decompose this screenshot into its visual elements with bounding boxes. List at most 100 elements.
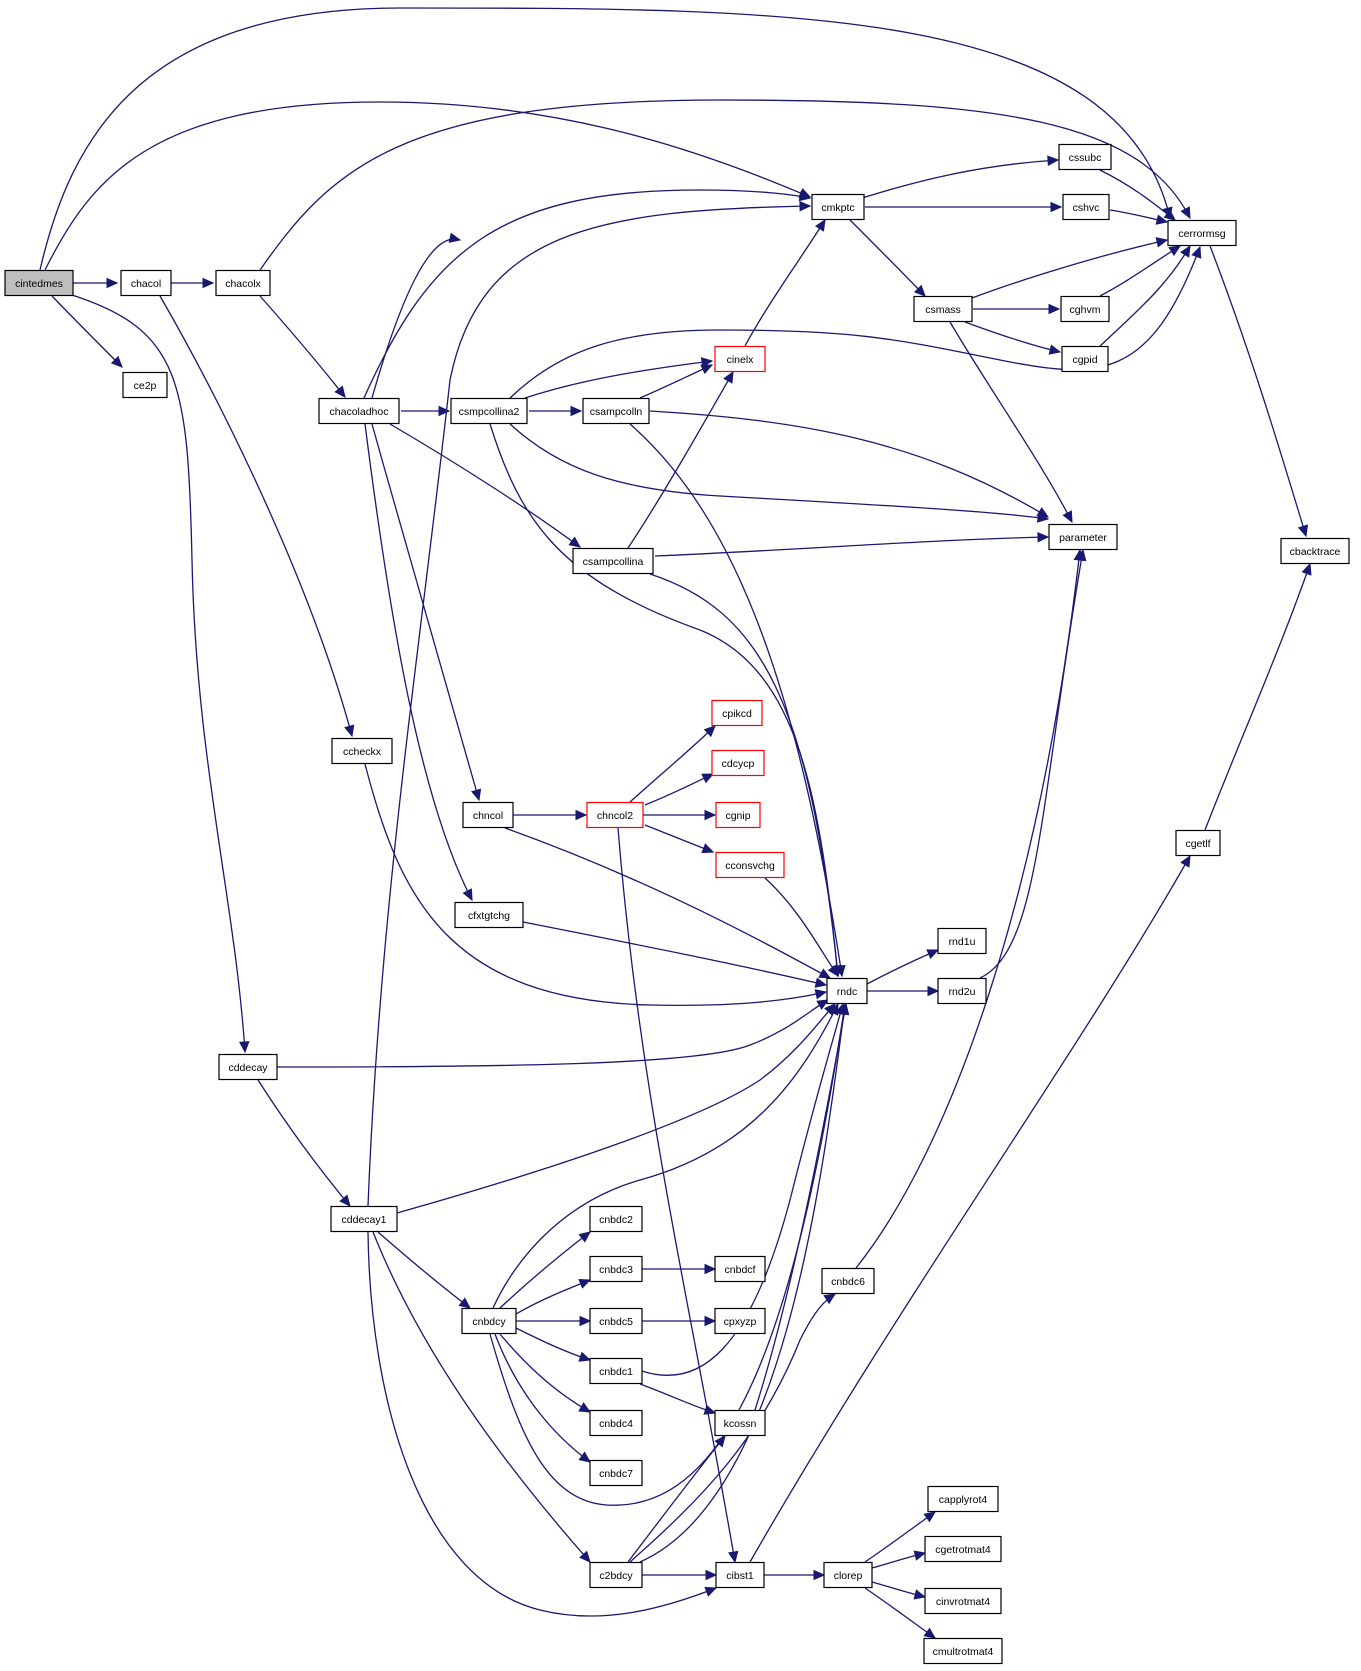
node-box-rnd2u[interactable] xyxy=(937,977,987,1005)
node-box-c2bdcy[interactable] xyxy=(589,1561,643,1589)
node-ce2p[interactable]: ce2p xyxy=(122,371,168,399)
node-box-cnbdc3[interactable] xyxy=(589,1255,643,1283)
node-box-capplyrot4[interactable] xyxy=(927,1485,999,1513)
node-box-cddecay1[interactable] xyxy=(330,1205,398,1233)
node-box-csampcollina[interactable] xyxy=(572,547,654,575)
node-box-rndc[interactable] xyxy=(826,977,868,1005)
node-clorep[interactable]: clorep xyxy=(823,1561,873,1589)
node-box-cgnip[interactable] xyxy=(715,801,761,829)
node-cdcycp[interactable]: cdcycp xyxy=(711,749,765,777)
node-cnbdcy[interactable]: cnbdcy xyxy=(461,1307,517,1335)
node-box-cgetlf[interactable] xyxy=(1175,829,1221,857)
node-box-chacoladhoc[interactable] xyxy=(318,397,400,425)
node-cnbdc1[interactable]: cnbdc1 xyxy=(589,1357,643,1385)
node-box-chacol[interactable] xyxy=(120,269,172,297)
node-rnd2u[interactable]: rnd2u xyxy=(937,977,987,1005)
node-box-cssubc[interactable] xyxy=(1058,143,1112,171)
node-box-cnbdc7[interactable] xyxy=(589,1459,643,1487)
node-cgnip[interactable]: cgnip xyxy=(715,801,761,829)
node-kcossn[interactable]: kcossn xyxy=(714,1409,766,1437)
node-box-csampcolln[interactable] xyxy=(582,397,650,425)
node-box-cnbdc5[interactable] xyxy=(589,1307,643,1335)
node-box-clorep[interactable] xyxy=(823,1561,873,1589)
node-cintedmes[interactable]: cintedmes xyxy=(4,269,74,297)
node-box-cgetrotmat4[interactable] xyxy=(924,1535,1002,1563)
node-box-cgpid[interactable] xyxy=(1061,345,1109,373)
node-cpikcd[interactable]: cpikcd xyxy=(711,699,763,727)
node-box-cmultrotmat4[interactable] xyxy=(923,1637,1003,1665)
node-cnbdc7[interactable]: cnbdc7 xyxy=(589,1459,643,1487)
node-box-cnbdc6[interactable] xyxy=(821,1267,875,1295)
node-box-cnbdcf[interactable] xyxy=(714,1255,766,1283)
node-box-chacolx[interactable] xyxy=(215,269,271,297)
node-box-chncol2[interactable] xyxy=(586,801,644,829)
node-cnbdc5[interactable]: cnbdc5 xyxy=(589,1307,643,1335)
node-cpxyzp[interactable]: cpxyzp xyxy=(714,1307,766,1335)
node-cibst1[interactable]: cibst1 xyxy=(715,1561,765,1589)
node-box-rnd1u[interactable] xyxy=(937,927,987,955)
node-box-cinelx[interactable] xyxy=(714,345,766,373)
node-chacoladhoc[interactable]: chacoladhoc xyxy=(318,397,400,425)
node-cnbdc6[interactable]: cnbdc6 xyxy=(821,1267,875,1295)
node-box-cintedmes[interactable] xyxy=(4,269,74,297)
node-cfxtgtchg[interactable]: cfxtgtchg xyxy=(454,901,524,929)
node-box-chncol[interactable] xyxy=(462,801,514,829)
node-parameter[interactable]: parameter xyxy=(1048,523,1118,551)
node-box-csmpcollina2[interactable] xyxy=(450,397,528,425)
node-cddecay1[interactable]: cddecay1 xyxy=(330,1205,398,1233)
node-box-cmkptc[interactable] xyxy=(811,193,865,221)
node-box-cfxtgtchg[interactable] xyxy=(454,901,524,929)
node-box-ce2p[interactable] xyxy=(122,371,168,399)
node-box-csmass[interactable] xyxy=(913,295,973,323)
node-box-cshvc[interactable] xyxy=(1062,193,1110,221)
node-box-parameter[interactable] xyxy=(1048,523,1118,551)
node-box-cnbdc4[interactable] xyxy=(589,1409,643,1437)
node-rnd1u[interactable]: rnd1u xyxy=(937,927,987,955)
node-box-cdcycp[interactable] xyxy=(711,749,765,777)
node-box-cddecay[interactable] xyxy=(218,1053,278,1081)
node-box-cnbdc2[interactable] xyxy=(589,1205,643,1233)
node-cerrormsg[interactable]: cerrormsg xyxy=(1167,219,1237,247)
node-box-cpxyzp[interactable] xyxy=(714,1307,766,1335)
node-chncol[interactable]: chncol xyxy=(462,801,514,829)
node-cbacktrace[interactable]: cbacktrace xyxy=(1280,537,1350,565)
node-rndc[interactable]: rndc xyxy=(826,977,868,1005)
node-csampcolln[interactable]: csampcolln xyxy=(582,397,650,425)
node-box-cpikcd[interactable] xyxy=(711,699,763,727)
node-cmkptc[interactable]: cmkptc xyxy=(811,193,865,221)
node-cnbdc3[interactable]: cnbdc3 xyxy=(589,1255,643,1283)
node-box-ccheckx[interactable] xyxy=(331,737,393,765)
node-cinvrotmat4[interactable]: cinvrotmat4 xyxy=(924,1587,1002,1615)
node-cgetlf[interactable]: cgetlf xyxy=(1175,829,1221,857)
node-cmultrotmat4[interactable]: cmultrotmat4 xyxy=(923,1637,1003,1665)
node-box-cnbdc1[interactable] xyxy=(589,1357,643,1385)
node-cgpid[interactable]: cgpid xyxy=(1061,345,1109,373)
node-ccheckx[interactable]: ccheckx xyxy=(331,737,393,765)
node-box-cinvrotmat4[interactable] xyxy=(924,1587,1002,1615)
node-box-kcossn[interactable] xyxy=(714,1409,766,1437)
node-box-cerrormsg[interactable] xyxy=(1167,219,1237,247)
node-chacol[interactable]: chacol xyxy=(120,269,172,297)
node-chacolx[interactable]: chacolx xyxy=(215,269,271,297)
node-c2bdcy[interactable]: c2bdcy xyxy=(589,1561,643,1589)
node-cnbdc2[interactable]: cnbdc2 xyxy=(589,1205,643,1233)
node-chncol2[interactable]: chncol2 xyxy=(586,801,644,829)
node-box-cconsvchg[interactable] xyxy=(715,851,785,879)
node-cgetrotmat4[interactable]: cgetrotmat4 xyxy=(924,1535,1002,1563)
node-csmpcollina2[interactable]: csmpcollina2 xyxy=(450,397,528,425)
node-cnbdc4[interactable]: cnbdc4 xyxy=(589,1409,643,1437)
node-box-cbacktrace[interactable] xyxy=(1280,537,1350,565)
node-cssubc[interactable]: cssubc xyxy=(1058,143,1112,171)
node-cshvc[interactable]: cshvc xyxy=(1062,193,1110,221)
node-cddecay[interactable]: cddecay xyxy=(218,1053,278,1081)
node-box-cghvm[interactable] xyxy=(1060,295,1110,323)
node-cghvm[interactable]: cghvm xyxy=(1060,295,1110,323)
node-csmass[interactable]: csmass xyxy=(913,295,973,323)
node-cconsvchg[interactable]: cconsvchg xyxy=(715,851,785,879)
node-cnbdcf[interactable]: cnbdcf xyxy=(714,1255,766,1283)
node-box-cnbdcy[interactable] xyxy=(461,1307,517,1335)
node-capplyrot4[interactable]: capplyrot4 xyxy=(927,1485,999,1513)
node-cinelx[interactable]: cinelx xyxy=(714,345,766,373)
node-csampcollina[interactable]: csampcollina xyxy=(572,547,654,575)
node-box-cibst1[interactable] xyxy=(715,1561,765,1589)
